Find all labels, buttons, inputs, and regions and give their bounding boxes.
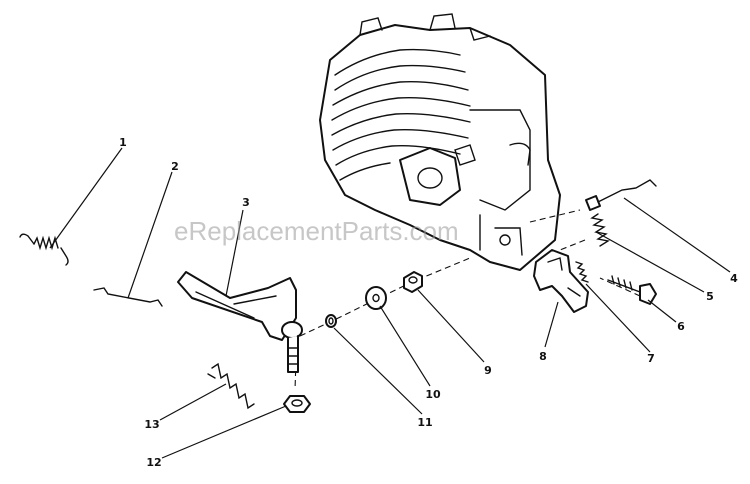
leader-4 xyxy=(623,197,731,273)
callout-5: 5 xyxy=(706,290,714,303)
compression-spring-part xyxy=(207,362,255,410)
callout-9: 9 xyxy=(484,364,492,377)
bushing-part xyxy=(403,271,423,293)
callout-2: 2 xyxy=(171,160,179,173)
flat-washer-part xyxy=(365,286,387,310)
governor-lever-part xyxy=(177,271,303,373)
control-bracket-part xyxy=(533,249,589,313)
callout-10: 10 xyxy=(425,388,441,401)
leader-12 xyxy=(161,405,287,459)
watermark-text: eReplacementParts.com xyxy=(174,216,459,246)
engine-block xyxy=(319,13,561,271)
leader-1 xyxy=(49,147,123,249)
alignment-line-spring xyxy=(559,239,586,251)
callout-6: 6 xyxy=(677,320,685,333)
alignment-line-screw xyxy=(599,277,641,297)
callout-3: 3 xyxy=(242,196,250,209)
hex-nut-part xyxy=(283,395,311,413)
leader-6 xyxy=(647,299,677,323)
callout-8: 8 xyxy=(539,350,547,363)
small-spring-part xyxy=(575,261,589,283)
leader-5 xyxy=(595,231,705,293)
alignment-line-rod xyxy=(529,209,581,223)
callout-13: 13 xyxy=(144,418,159,431)
callout-numbers: 1 2 3 4 5 6 7 8 9 10 11 12 13 xyxy=(119,136,738,469)
callout-4: 4 xyxy=(730,272,738,285)
callout-11: 11 xyxy=(417,416,432,429)
throttle-spring-part xyxy=(590,213,610,247)
leader-2 xyxy=(127,171,173,299)
leader-11 xyxy=(333,327,423,415)
governor-link-part xyxy=(93,287,163,307)
leader-13 xyxy=(159,383,227,421)
extension-spring-part xyxy=(19,233,69,266)
callout-12: 12 xyxy=(146,456,161,469)
leader-lines xyxy=(49,147,731,459)
callout-7: 7 xyxy=(647,352,655,365)
leader-7 xyxy=(585,283,651,353)
leader-10 xyxy=(379,305,431,387)
throttle-rod-part xyxy=(585,179,657,211)
leader-9 xyxy=(417,289,485,363)
small-ring-part xyxy=(325,314,337,328)
leader-3 xyxy=(225,209,244,297)
leader-8 xyxy=(544,301,559,348)
hex-screw-part xyxy=(607,275,657,305)
callout-1: 1 xyxy=(119,136,127,149)
